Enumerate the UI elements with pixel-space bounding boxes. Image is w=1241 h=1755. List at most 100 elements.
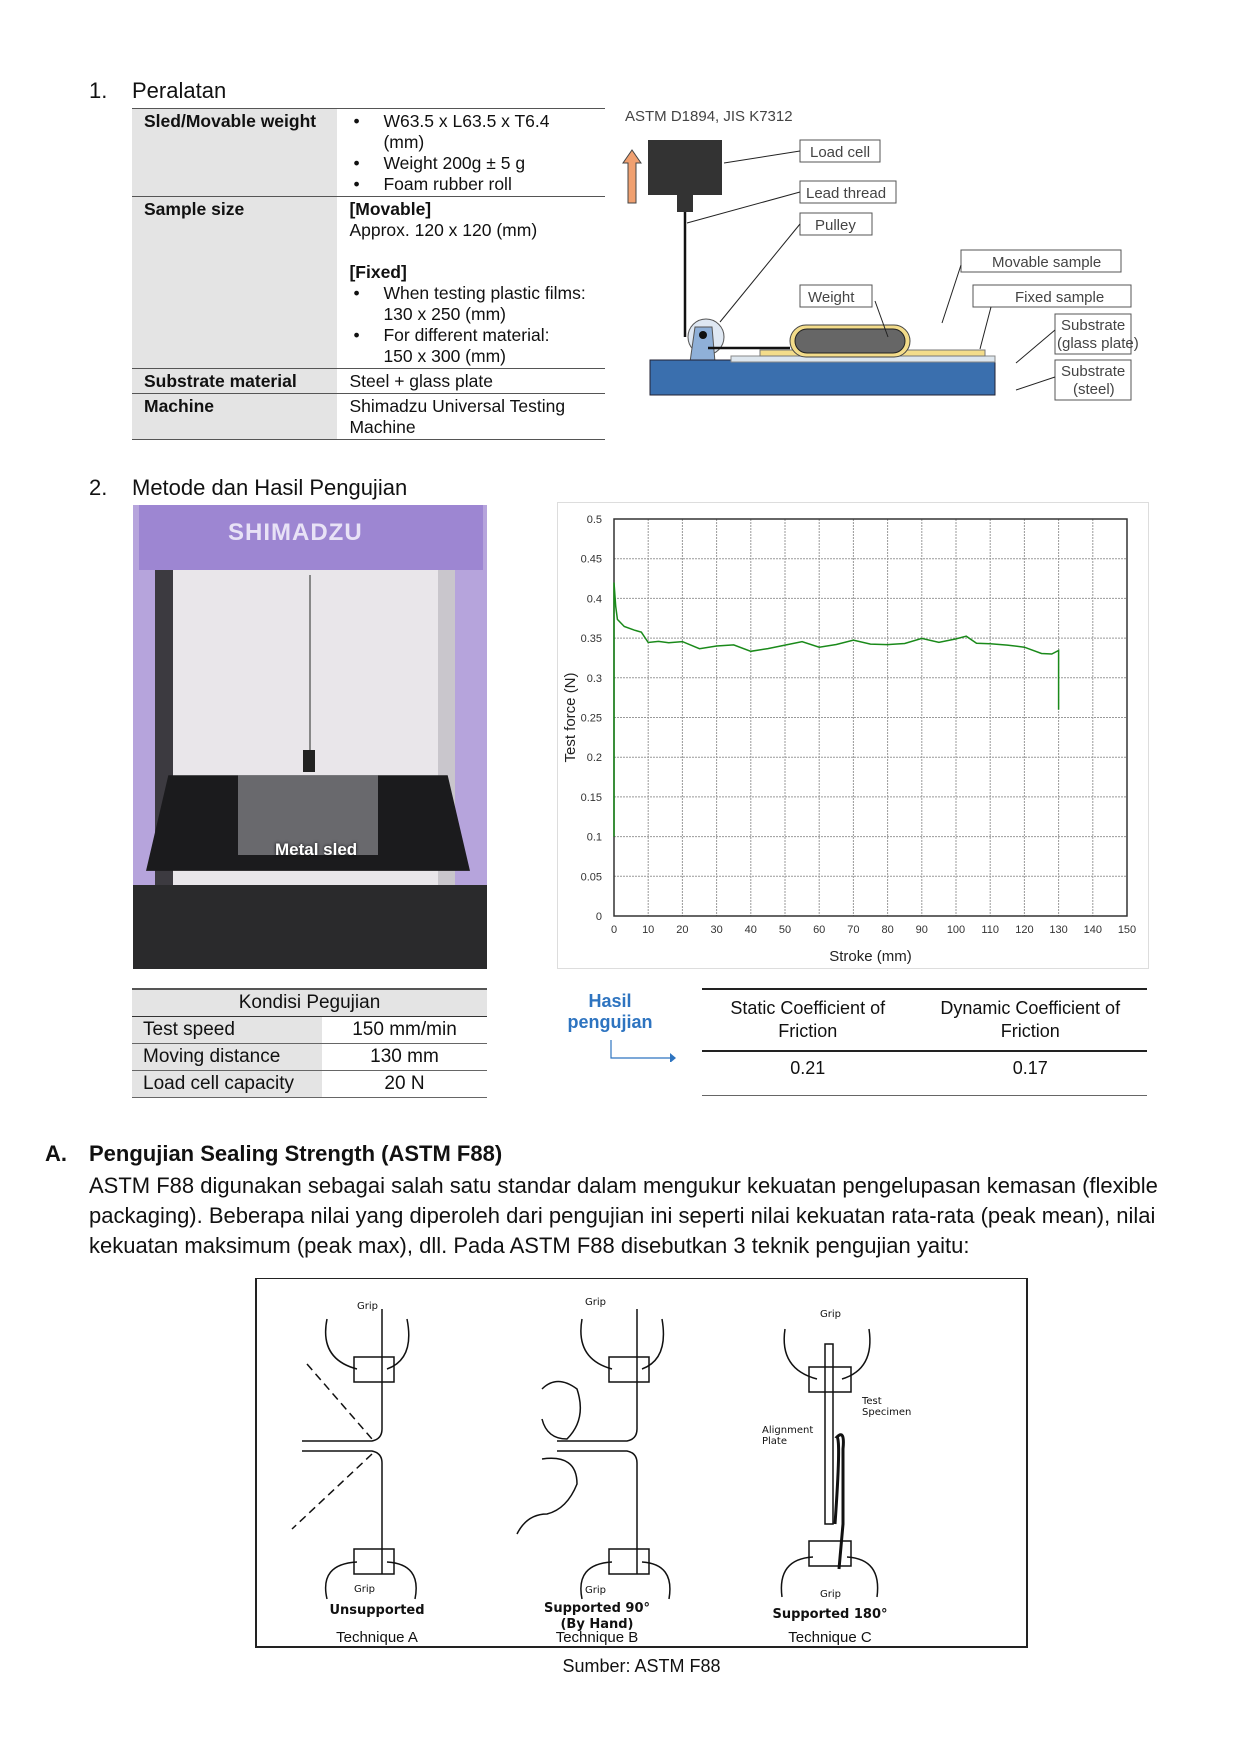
- technique-a-desc: Unsupported: [329, 1603, 425, 1618]
- x-tick-label: 60: [813, 924, 825, 936]
- y-tick-label: 0.3: [587, 673, 602, 685]
- x-tick-label: 150: [1118, 924, 1136, 936]
- section-title: Peralatan: [132, 78, 227, 103]
- x-tick-label: 10: [642, 924, 654, 936]
- grip-label: Grip: [585, 1297, 606, 1308]
- condition-label: Moving distance: [132, 1043, 322, 1071]
- x-axis-label: Stroke (mm): [829, 948, 912, 965]
- x-tick-label: 110: [981, 924, 999, 936]
- condition-value: 150 mm/min: [322, 1016, 487, 1044]
- technique-b-desc: Supported 90°: [543, 1601, 651, 1616]
- y-tick-label: 0.05: [581, 871, 602, 883]
- x-tick-label: 70: [847, 924, 859, 936]
- technique-c-name: Technique C: [788, 1629, 872, 1646]
- svg-text:Plate: Plate: [762, 1436, 787, 1447]
- svg-text:Test: Test: [861, 1396, 882, 1407]
- y-tick-label: 0.45: [581, 554, 602, 566]
- section-number: 2.: [89, 475, 108, 500]
- section-paragraph: ASTM F88 digunakan sebagai salah satu st…: [89, 1173, 1158, 1258]
- grip-label: Grip: [820, 1309, 841, 1320]
- movable-size: Approx. 120 x 120 (mm): [349, 220, 538, 240]
- row-value: Steel + glass plate: [349, 371, 493, 391]
- series-line: [613, 582, 1060, 837]
- dynamic-coefficient-value: 0.17: [913, 1051, 1147, 1096]
- technique-b-drawing: [516, 1309, 671, 1600]
- section-letter: A.: [45, 1141, 67, 1166]
- y-tick-label: 0: [596, 911, 602, 923]
- condition-label: Test speed: [132, 1016, 322, 1044]
- row-value: Shimadzu Universal Testing Machine: [349, 396, 566, 437]
- x-tick-label: 50: [779, 924, 791, 936]
- svg-text:(steel): (steel): [1073, 381, 1115, 398]
- technique-c-drawing: [780, 1328, 879, 1598]
- x-tick-label: 130: [1049, 924, 1067, 936]
- y-tick-label: 0.2: [587, 752, 602, 764]
- arrow-right-icon: [610, 1040, 676, 1062]
- x-tick-label: 80: [881, 924, 893, 936]
- y-tick-label: 0.1: [587, 832, 602, 844]
- technique-a-drawing: [291, 1309, 417, 1600]
- y-axis-label: Test force (N): [562, 672, 579, 762]
- arrow-up-icon: [622, 149, 642, 204]
- technique-a-name: Technique A: [336, 1629, 418, 1646]
- equipment-table: Sled/Movable weight W63.5 x L63.5 x T6.4…: [132, 108, 605, 440]
- technique-b-desc2: (By Hand): [560, 1617, 634, 1632]
- astm-f88-figure: Grip Grip Grip Grip Grip Grip Test Speci…: [255, 1278, 1028, 1648]
- row-label: Machine: [132, 393, 338, 440]
- y-tick-label: 0.15: [581, 792, 602, 804]
- x-tick-label: 140: [1084, 924, 1102, 936]
- figure-source: Sumber: ASTM F88: [562, 1656, 721, 1676]
- movable-heading: [Movable]: [349, 199, 432, 219]
- static-coefficient-header: Static Coefficient of Friction: [702, 988, 914, 1052]
- y-tick-label: 0.4: [587, 593, 602, 605]
- grip-label: Grip: [585, 1585, 606, 1596]
- row-label: Substrate material: [132, 368, 338, 394]
- machine-photo: SHIMADZU Metal sled: [133, 505, 487, 969]
- x-tick-label: 0: [611, 924, 617, 936]
- svg-text:Fixed sample: Fixed sample: [1015, 289, 1104, 306]
- section-number: 1.: [89, 78, 108, 103]
- x-tick-label: 30: [710, 924, 722, 936]
- x-tick-label: 120: [1015, 924, 1033, 936]
- fixed-heading: [Fixed]: [349, 262, 407, 282]
- svg-text:Load cell: Load cell: [810, 144, 870, 161]
- svg-text:Lead thread: Lead thread: [806, 185, 886, 202]
- list-item: When testing plastic films:130 x 250 (mm…: [349, 283, 595, 325]
- friction-tester-diagram: ASTM D1894, JIS K7312 Load cell Lead thr…: [622, 108, 1139, 401]
- grip-label: Grip: [357, 1301, 378, 1312]
- conditions-header: Kondisi Pegujian: [132, 989, 487, 1017]
- table-row: Machine Shimadzu Universal Testing Machi…: [132, 393, 605, 440]
- static-coefficient-value: 0.21: [702, 1051, 914, 1096]
- svg-text:Pulley: Pulley: [815, 217, 856, 234]
- condition-value: 20 N: [322, 1070, 487, 1098]
- grip-label: Grip: [820, 1589, 841, 1600]
- brand-logo: SHIMADZU: [228, 519, 363, 546]
- condition-label: Load cell capacity: [132, 1070, 322, 1098]
- svg-text:Movable sample: Movable sample: [992, 254, 1101, 271]
- svg-text:Substrate: Substrate: [1061, 317, 1125, 334]
- svg-text:Specimen: Specimen: [862, 1407, 911, 1418]
- svg-text:Alignment: Alignment: [762, 1425, 813, 1436]
- dynamic-coefficient-header: Dynamic Coefficient of Friction: [913, 988, 1147, 1052]
- table-row: Sample size [Movable] Approx. 120 x 120 …: [132, 196, 605, 369]
- table-row: Substrate material Steel + glass plate: [132, 368, 605, 394]
- x-tick-label: 100: [947, 924, 965, 936]
- y-tick-label: 0.35: [581, 633, 602, 645]
- list-item: For different material:150 x 300 (mm): [349, 325, 595, 367]
- list-item: Weight 200g ± 5 g: [349, 153, 595, 174]
- technique-b-name: Technique B: [555, 1629, 639, 1646]
- condition-value: 130 mm: [322, 1043, 487, 1071]
- section-title: Metode dan Hasil Pengujian: [132, 475, 408, 500]
- grip-label: Grip: [354, 1584, 375, 1595]
- y-tick-label: 0.25: [581, 713, 602, 725]
- list-item: Foam rubber roll: [349, 174, 595, 195]
- standard-label: ASTM D1894, JIS K7312: [625, 108, 793, 125]
- x-tick-label: 40: [745, 924, 757, 936]
- row-label: Sled/Movable weight: [132, 108, 338, 197]
- svg-text:(glass plate): (glass plate): [1057, 335, 1139, 352]
